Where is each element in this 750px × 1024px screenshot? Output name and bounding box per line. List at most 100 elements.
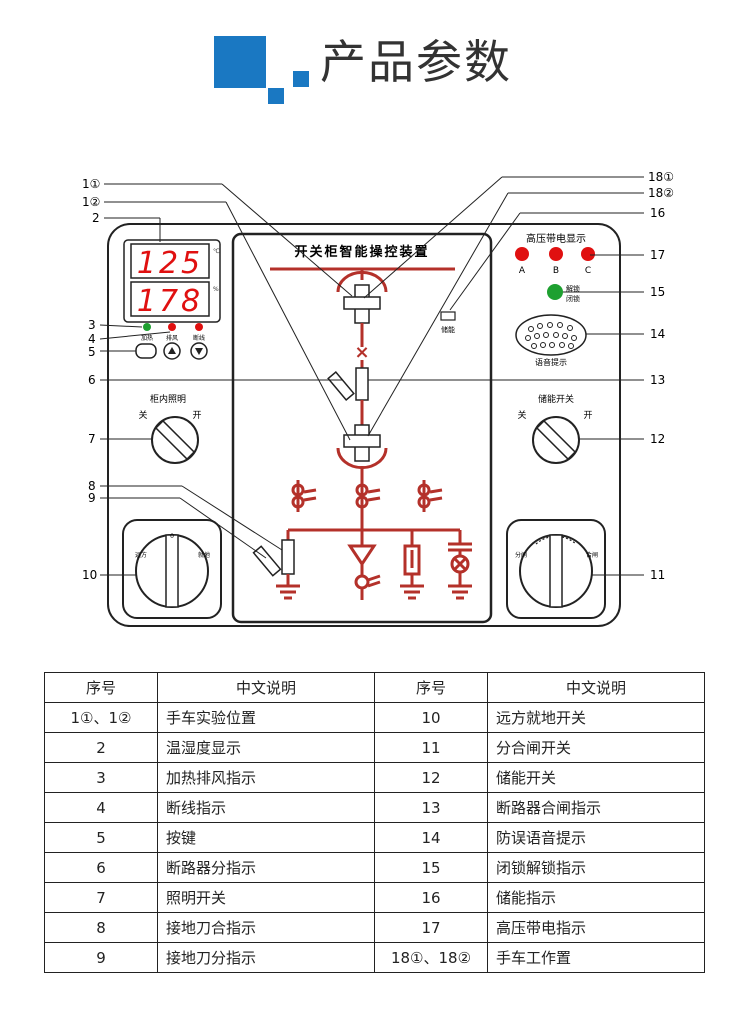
index-cell: 15 (374, 852, 488, 883)
index-cell: 16 (374, 882, 488, 913)
earth-switch-closed-indicator (281, 539, 295, 575)
logo-square-large (214, 36, 266, 88)
header-index: 序号 (374, 672, 488, 703)
index-cell: 11 (374, 732, 488, 763)
header-description: 中文说明 (157, 672, 375, 703)
callout-12: 12 (650, 432, 665, 446)
temp-display-box (130, 243, 210, 279)
phase-b-led (549, 247, 563, 261)
table-row: 6 断路器分指示 15 闭锁解锁指示 (44, 852, 705, 883)
phase-a-label: A (519, 266, 526, 276)
index-cell: 1①、1② (44, 702, 158, 733)
description-cell: 分合闸开关 (487, 732, 705, 763)
index-cell: 6 (44, 852, 158, 883)
description-cell: 温湿度显示 (157, 732, 375, 763)
table-row: 9 接地刀分指示 18①、18② 手车工作置 (44, 942, 705, 973)
callout-15: 15 (650, 285, 665, 299)
voice-speaker (515, 314, 587, 356)
table-header-row: 序号 中文说明 序号 中文说明 (44, 672, 705, 703)
cable-outlet (347, 530, 381, 600)
description-cell: 按键 (157, 822, 375, 853)
storage-switch-title: 储能开关 (538, 393, 574, 405)
index-cell: 2 (44, 732, 158, 763)
breaker-open-indicator (327, 371, 355, 401)
ground-symbol (276, 574, 300, 600)
description-cell: 手车实验位置 (157, 702, 375, 733)
index-cell: 4 (44, 792, 158, 823)
current-transformers (291, 480, 443, 512)
description-cell: 防误语音提示 (487, 822, 705, 853)
storage-switch-off-label: 关 (517, 409, 526, 421)
index-cell: 14 (374, 822, 488, 853)
callout-18-1: 18① (648, 170, 674, 184)
heating-led (143, 323, 151, 331)
device-diagram: 开关柜智能操控装置 × (82, 170, 674, 627)
temp-readout: 125 (137, 246, 203, 281)
table-row: 4 断线指示 13 断路器合闸指示 (44, 792, 705, 823)
table-row: 2 温湿度显示 11 分合闸开关 (44, 732, 705, 763)
page-title: 产品参数 (320, 35, 512, 89)
lock-label: 闭锁 (566, 294, 580, 303)
callout-6: 6 (88, 373, 96, 387)
table-row: 1①、1② 手车实验位置 10 远方就地开关 (44, 702, 705, 733)
description-cell: 接地刀分指示 (157, 942, 375, 973)
lock-status-led (547, 284, 563, 300)
index-cell: 10 (374, 702, 488, 733)
remote-label: 远方 (135, 551, 147, 559)
table-row: 8 接地刀合指示 17 高压带电指示 (44, 912, 705, 943)
settings-key[interactable] (135, 343, 157, 359)
speaker-grille (525, 322, 577, 349)
description-cell: 断路器分指示 (157, 852, 375, 883)
description-cell: 接地刀合指示 (157, 912, 375, 943)
callout-2: 2 (92, 211, 100, 225)
phase-c-led (581, 247, 595, 261)
callout-lines (99, 176, 644, 576)
index-cell: 5 (44, 822, 158, 853)
index-cell: 12 (374, 762, 488, 793)
phase-c-label: C (585, 266, 591, 276)
close-label: 合闸 (586, 551, 598, 559)
logo-square-small (293, 71, 309, 87)
description-cell: 照明开关 (157, 882, 375, 913)
local-label: 就地 (198, 551, 210, 559)
led-label-break: 断线 (193, 334, 205, 342)
led-label-heating: 加热 (141, 334, 153, 342)
callout-16: 16 (650, 206, 665, 220)
description-cell: 高压带电指示 (487, 912, 705, 943)
hv-indicator-title: 高压带电显示 (526, 232, 586, 245)
callout-1-2: 1② (82, 195, 100, 209)
storage-indicator-label: 储能 (441, 325, 455, 334)
schematic-title: 开关柜智能操控装置 (294, 244, 429, 260)
zero-label: 0 (170, 533, 174, 540)
callout-8: 8 (88, 479, 96, 493)
header-index: 序号 (44, 672, 158, 703)
logo-square-small (268, 88, 284, 104)
fan-led (168, 323, 176, 331)
index-cell: 3 (44, 762, 158, 793)
callout-1-1: 1① (82, 177, 100, 191)
description-cell: 闭锁解锁指示 (487, 852, 705, 883)
unlock-label: 解锁 (566, 284, 580, 293)
up-arrow-icon (168, 347, 176, 354)
callout-11: 11 (650, 568, 665, 582)
humidity-readout: 178 (137, 284, 203, 319)
description-cell: 加热排风指示 (157, 762, 375, 793)
down-arrow-icon (195, 348, 203, 355)
callout-4: 4 (88, 332, 96, 346)
light-switch-title: 柜内照明 (150, 393, 186, 405)
index-cell: 9 (44, 942, 158, 973)
description-cell: 储能开关 (487, 762, 705, 793)
callout-14: 14 (650, 327, 665, 341)
light-switch-off-label: 关 (138, 409, 147, 421)
description-cell: 远方就地开关 (487, 702, 705, 733)
description-cell: 储能指示 (487, 882, 705, 913)
table-row: 7 照明开关 16 储能指示 (44, 882, 705, 913)
light-switch-on-label: 开 (192, 410, 201, 421)
callout-13: 13 (650, 373, 665, 387)
phase-b-label: B (553, 266, 559, 276)
handcart-lower-cross (343, 424, 381, 462)
led-label-fan: 排风 (166, 334, 178, 342)
index-cell: 8 (44, 912, 158, 943)
description-cell: 断路器合闸指示 (487, 792, 705, 823)
index-cell: 13 (374, 792, 488, 823)
